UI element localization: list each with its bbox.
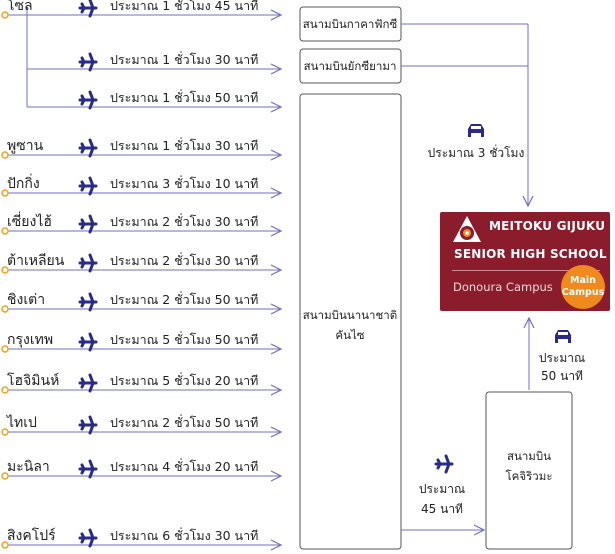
city-name: ชิงเต่า	[7, 292, 45, 308]
flight-duration: ประมาณ 2 ชั่วโมง 30 นาที	[110, 213, 258, 229]
plane-icon	[78, 52, 98, 72]
origin-dot	[1, 345, 9, 353]
city-name: มะนิลา	[7, 459, 50, 475]
origin-dot	[1, 189, 9, 197]
flight-duration: ประมาณ 2 ชั่วโมง 50 นาที	[110, 414, 258, 430]
city-routes: โซล ประมาณ 1 ชั่วโมง 45 นาทีประมาณ 1 ชั่ว…	[1, 0, 281, 549]
origin-dot	[1, 428, 9, 436]
flight-duration: ประมาณ 6 ชั่วโมง 30 นาที	[110, 527, 258, 543]
kansai-airport-label-2: คันไซ	[335, 328, 364, 342]
city-name: โซล	[7, 0, 33, 14]
flight-duration: ประมาณ 2 ชั่วโมง 30 นาที	[110, 252, 258, 268]
flight-duration: ประมาณ 2 ชั่วโมง 50 นาที	[110, 291, 258, 307]
plane-icon	[78, 459, 98, 479]
city-name: พูซาน	[7, 138, 44, 154]
city-name: ไทเป	[6, 414, 37, 431]
main-campus-badge: Main Campus	[561, 265, 605, 309]
car-icon	[555, 330, 571, 343]
school-name-line1: MEITOKU GIJUKU	[489, 219, 606, 233]
school-crest-icon	[453, 216, 481, 242]
school-name-line2: SENIOR HIGH SCHOOL	[454, 247, 607, 261]
car-time-airports: ประมาณ 3 ชั่วโมง	[428, 144, 525, 160]
plane-icon	[78, 332, 98, 352]
main-campus-badge-line1: Main	[570, 275, 596, 286]
kansai-airport-label-1: สนามบินนานาชาติ	[303, 308, 397, 322]
yamaguchi-airport-label: สนามบินยักซียามา	[304, 59, 397, 73]
school-divider	[452, 270, 600, 271]
kitakyushu-airport-label: สนามบินกาคาฟักซี	[303, 17, 398, 31]
origin-dot	[1, 11, 9, 19]
city-name: สิงคโปร์	[7, 527, 56, 544]
flight-duration: ประมาณ 4 ชั่วโมง 20 นาที	[110, 458, 258, 474]
origin-dot	[1, 305, 9, 313]
origin-dot	[1, 266, 9, 274]
plane-icon	[78, 528, 98, 548]
plane-icon	[434, 454, 454, 474]
main-campus-badge-line2: Campus	[561, 287, 605, 298]
city-name: ต้าเหลียน	[7, 253, 65, 269]
plane-icon	[78, 253, 98, 273]
plane-time-line2: 45 นาที	[421, 502, 463, 516]
school-campus: Donoura Campus	[453, 280, 553, 294]
kochi-airport-box	[485, 391, 573, 550]
origin-dot	[1, 472, 9, 480]
origin-dot	[1, 541, 9, 549]
flight-duration: ประมาณ 1 ชั่วโมง 30 นาที	[110, 137, 258, 153]
plane-icon	[78, 415, 98, 435]
plane-icon	[78, 90, 98, 110]
origin-dot	[1, 151, 9, 159]
city-name: โฮจิมินห์	[7, 372, 59, 389]
plane-icon	[78, 176, 98, 196]
city-name: กรุงเทพ	[7, 332, 53, 348]
car-icon	[468, 124, 484, 137]
origin-dot	[1, 386, 9, 394]
kochi-airport-label-2: โคจิริวมะ	[506, 469, 553, 483]
plane-icon	[78, 0, 98, 18]
origin-dot	[1, 227, 9, 235]
city-name: ปักกิ่ง	[7, 174, 40, 192]
plane-icon	[78, 214, 98, 234]
flight-duration: ประมาณ 3 ชั่วโมง 10 นาที	[110, 175, 258, 191]
car-time-kochi-line1: ประมาณ	[539, 351, 585, 365]
flight-duration: ประมาณ 5 ชั่วโมง 50 นาที	[110, 331, 258, 347]
city-name: เซี่ยงไฮ้	[7, 212, 52, 230]
kansai-airport-box	[299, 93, 402, 550]
car-time-kochi-line2: 50 นาที	[541, 369, 583, 383]
flight-duration: ประมาณ 1 ชั่วโมง 45 นาที	[110, 0, 258, 13]
kochi-airport-label-1: สนามบิน	[507, 449, 551, 463]
flight-duration: ประมาณ 5 ชั่วโมง 20 นาที	[110, 372, 258, 388]
plane-icon	[78, 138, 98, 158]
plane-time-line1: ประมาณ	[419, 482, 465, 496]
flight-duration: ประมาณ 1 ชั่วโมง 30 นาที	[110, 51, 258, 67]
plane-icon	[78, 292, 98, 312]
flight-duration: ประมาณ 1 ชั่วโมง 50 นาที	[110, 89, 258, 105]
plane-icon	[78, 373, 98, 393]
